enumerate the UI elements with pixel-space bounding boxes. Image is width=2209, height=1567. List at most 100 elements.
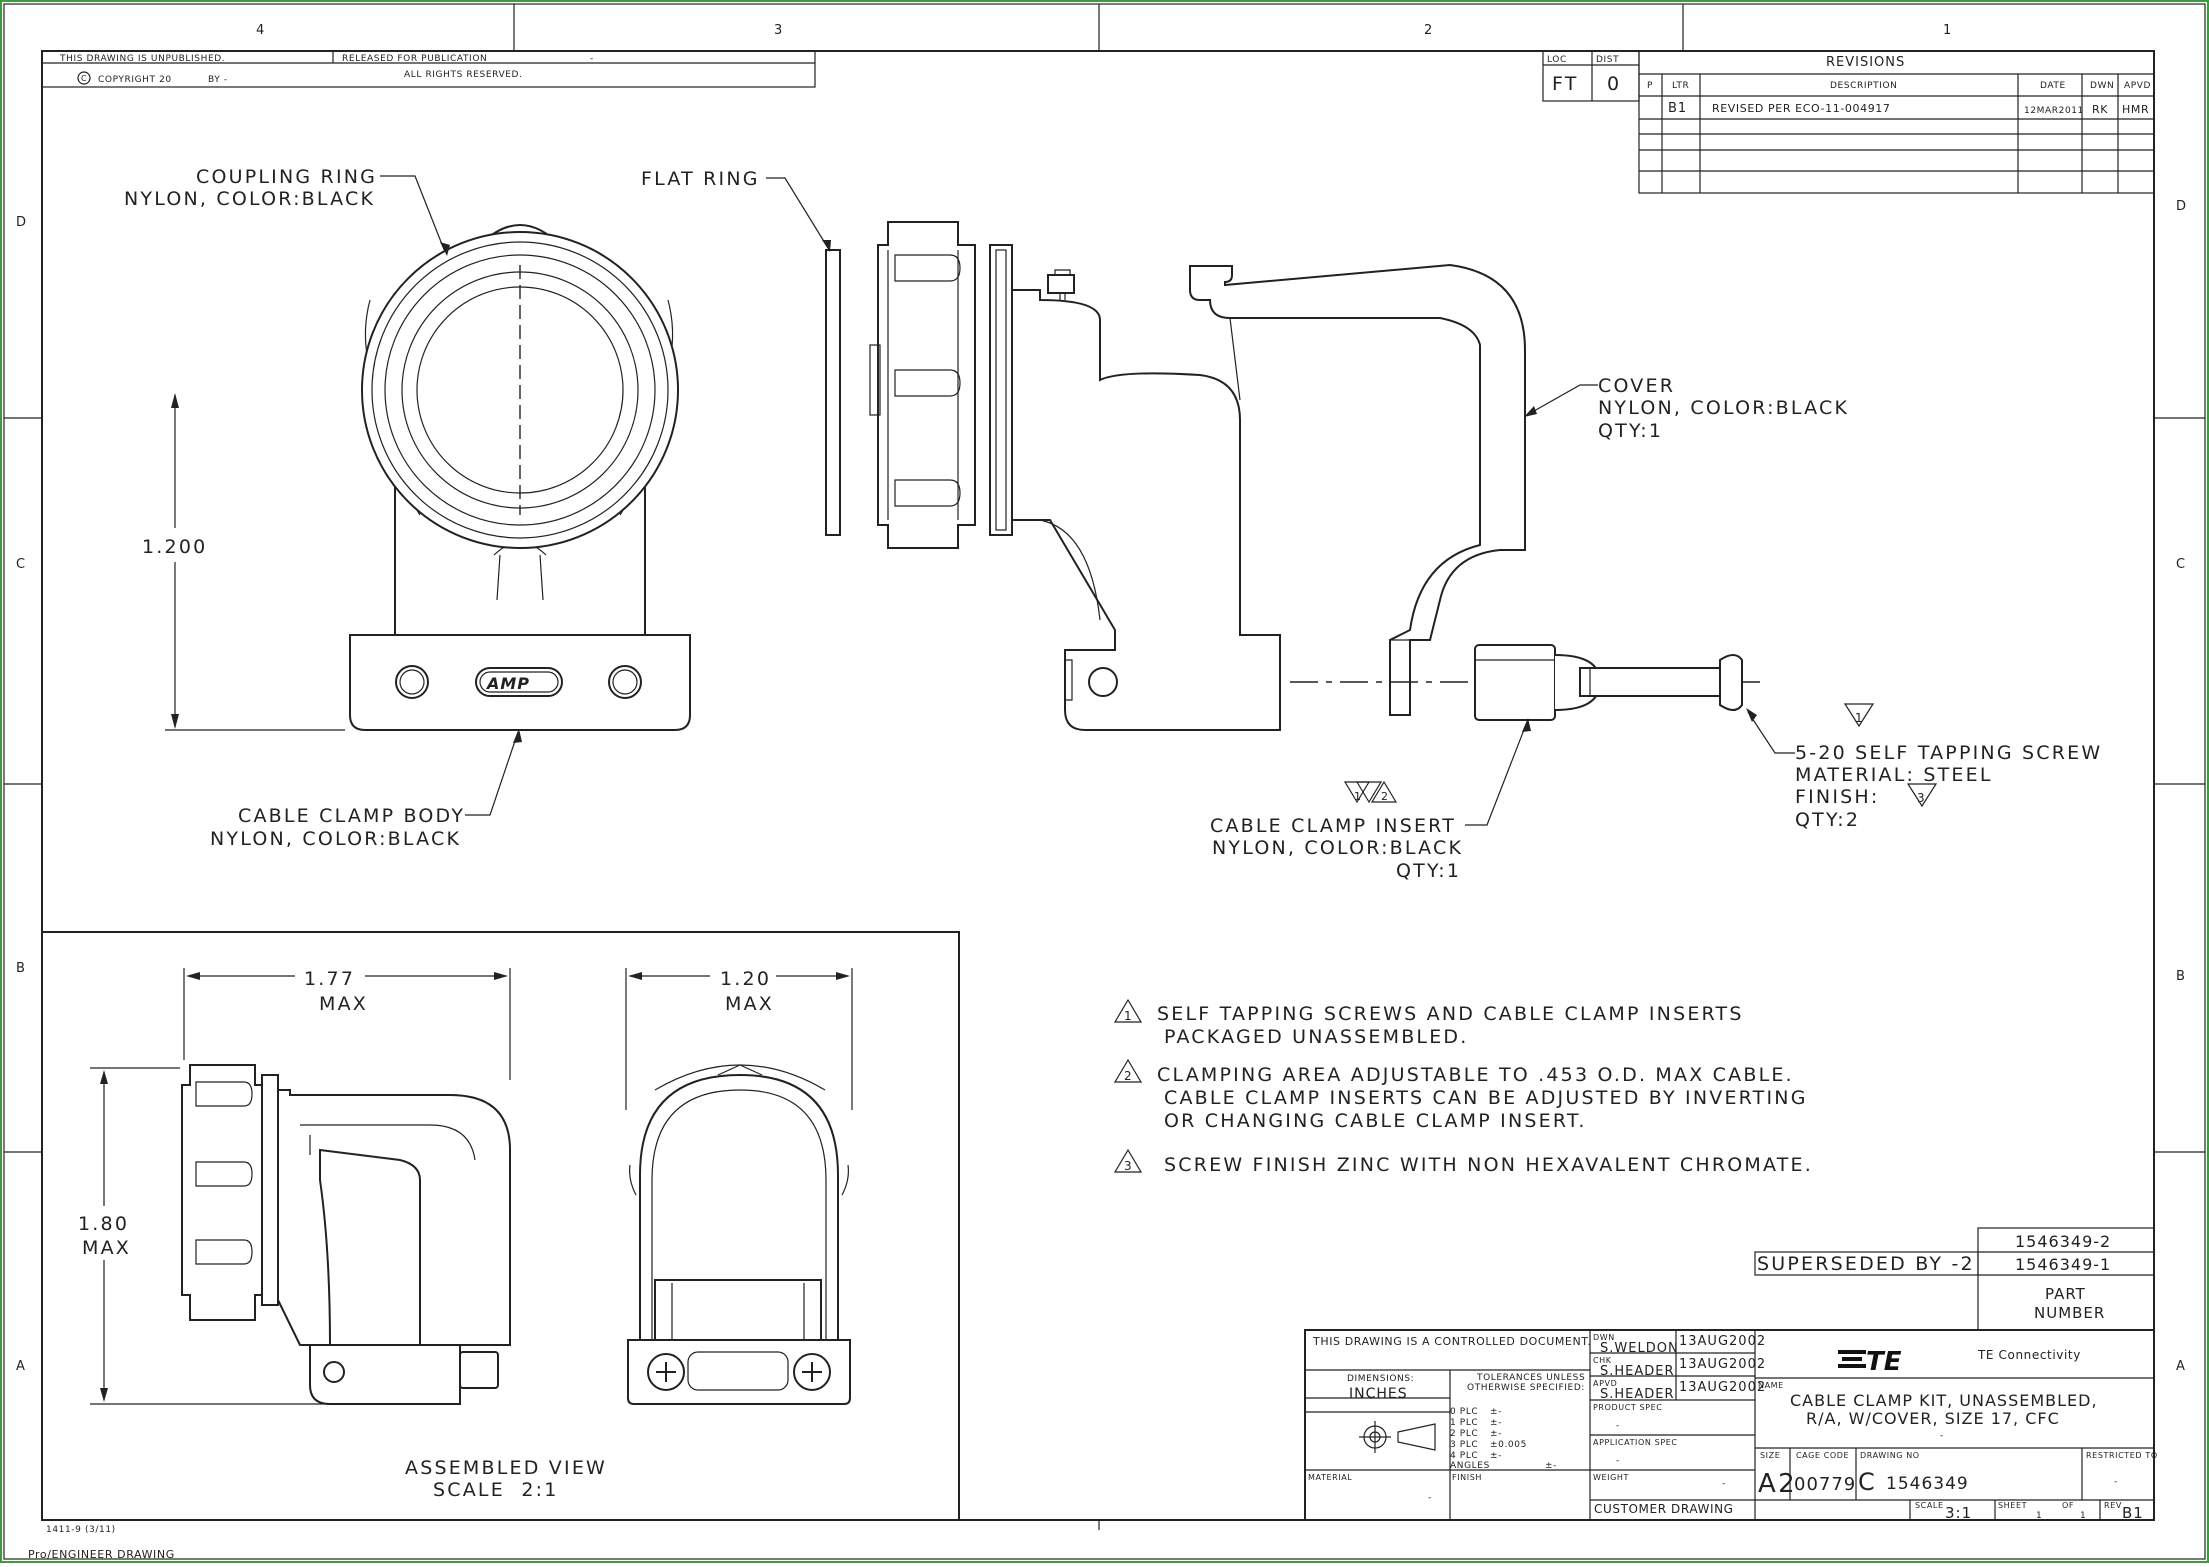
rev-col-description: DESCRIPTION — [1830, 81, 1898, 91]
loc-value: FT — [1552, 73, 1579, 95]
svg-text:1: 1 — [1124, 1009, 1132, 1023]
restricted-label: RESTRICTED TO — [2086, 1451, 2158, 1460]
cover-line2: NYLON, COLOR:BLACK — [1598, 397, 1849, 419]
cage-code-value: 00779 — [1794, 1474, 1856, 1495]
svg-text:3: 3 — [1917, 791, 1925, 805]
part-number-1: 1546349-1 — [2015, 1255, 2111, 1274]
zone-row-a-right: A — [2176, 1359, 2186, 1374]
superseded-label: SUPERSEDED BY -2 — [1757, 1253, 1975, 1275]
note-3-line1: SCREW FINISH ZINC WITH NON HEXAVALENT CH… — [1164, 1154, 1813, 1176]
clamp-body-line1: CABLE CLAMP BODY — [238, 805, 465, 827]
apvd-date: 13AUG2002 — [1679, 1380, 1766, 1395]
rev-col-date: DATE — [2040, 81, 2066, 91]
dwn-date: 13AUG2002 — [1679, 1334, 1766, 1349]
screw-line4: QTY:2 — [1795, 809, 1860, 831]
zone-row-d-right: D — [2176, 199, 2187, 214]
controlled-doc-text: THIS DRAWING IS A CONTROLLED DOCUMENT. — [1312, 1335, 1591, 1348]
dimension-1200: 1.200 — [140, 393, 345, 731]
clamp-insert-line3: QTY:1 — [1396, 860, 1461, 882]
weight-label: WEIGHT — [1593, 1473, 1629, 1482]
of-label: OF — [2062, 1501, 2074, 1510]
dimensions-label: DIMENSIONS: — [1347, 1374, 1414, 1384]
screw-head-right-icon — [793, 1353, 831, 1391]
zone-col-3: 3 — [774, 23, 783, 38]
dist-value: 0 — [1607, 73, 1621, 95]
coupling-ring-line2: NYLON, COLOR:BLACK — [124, 188, 375, 210]
rev-row-description: REVISED PER ECO-11-004917 — [1712, 102, 1891, 115]
drawing-no-label: DRAWING NO — [1860, 1451, 1920, 1460]
company-logo-text: TE — [1866, 1347, 1902, 1377]
apvd-name: S.HEADER — [1600, 1387, 1675, 1402]
callout-screw: 1 5-20 SELF TAPPING SCREW MATERIAL: STEE… — [1746, 703, 2100, 831]
scale-value: 3:1 — [1945, 1504, 1972, 1522]
coupling-ring-line1: COUPLING RING — [196, 166, 377, 188]
scale-label: SCALE — [1915, 1501, 1944, 1510]
flat-ring-part — [825, 249, 841, 536]
screw-flag-1-icon — [1843, 703, 1875, 728]
tol-4plc: 4 PLC — [1450, 1451, 1478, 1461]
svg-text:1: 1 — [1354, 790, 1361, 803]
product-spec-value: - — [1616, 1421, 1620, 1431]
clamp-body-line2: NYLON, COLOR:BLACK — [210, 828, 461, 850]
application-spec-label: APPLICATION SPEC — [1593, 1438, 1678, 1447]
flat-ring-line1: FLAT RING — [641, 168, 760, 190]
apvd-label: APVD — [1593, 1379, 1617, 1388]
assembled-view-panel: 1.77 MAX 1.80 MAX 1.20 MAX — [41, 931, 960, 1521]
svg-text:3: 3 — [1124, 1159, 1132, 1173]
dim-height-assembled-max: MAX — [82, 1237, 131, 1259]
loc-dist-block: LOC FT DIST 0 — [1542, 50, 1640, 102]
dist-label: DIST — [1596, 55, 1619, 65]
part-label-line2: NUMBER — [2034, 1304, 2105, 1322]
chk-name: S.HEADER — [1600, 1364, 1675, 1379]
notes-block: 1 SELF TAPPING SCREWS AND CABLE CLAMP IN… — [1113, 998, 1813, 1176]
rev-col-apvd: APVD — [2124, 81, 2151, 91]
note-2-line3: OR CHANGING CABLE CLAMP INSERT. — [1164, 1110, 1587, 1132]
dwn-name: S.WELDON — [1600, 1341, 1679, 1356]
tol-1plc-value: ±- — [1490, 1418, 1502, 1428]
callout-cable-clamp-insert: 1 2 CABLE CLAMP INSERT NYLON, COLOR:BLAC… — [1210, 718, 1531, 882]
application-spec-value: - — [1616, 1456, 1620, 1466]
dim-width-assembled-max: MAX — [319, 993, 368, 1015]
flag-2-icon — [1370, 780, 1398, 803]
finish-label: FINISH — [1452, 1473, 1482, 1482]
svg-text:2: 2 — [1124, 1069, 1132, 1083]
clamp-insert-line1: CABLE CLAMP INSERT — [1210, 815, 1456, 837]
dim-width-front-max: MAX — [725, 993, 774, 1015]
cover-line3: QTY:1 — [1598, 420, 1663, 442]
zone-row-b-right: B — [2176, 969, 2186, 984]
zone-row-c-right: C — [2176, 557, 2186, 572]
callout-flat-ring: FLAT RING — [641, 168, 831, 252]
zone-col-2: 2 — [1424, 23, 1433, 38]
loc-label: LOC — [1547, 55, 1567, 65]
part-number-2: 1546349-2 — [2015, 1232, 2111, 1251]
tol-3plc: 3 PLC — [1450, 1440, 1478, 1450]
material-label: MATERIAL — [1308, 1473, 1352, 1482]
dim-width-front: 1.20 — [720, 968, 771, 990]
copyright-text: COPYRIGHT 20 — [98, 75, 172, 85]
assembled-view-title: ASSEMBLED VIEW — [405, 1457, 607, 1479]
rev-row-dwn: RK — [2092, 103, 2108, 116]
cover-line1: COVER — [1598, 375, 1675, 397]
chk-date: 13AUG2002 — [1679, 1357, 1766, 1372]
revisions-title: REVISIONS — [1826, 55, 1905, 70]
front-view: AMP — [349, 224, 691, 731]
material-value: - — [1428, 1493, 1432, 1503]
dwn-label: DWN — [1593, 1333, 1615, 1342]
tol-2plc-value: ±- — [1490, 1429, 1502, 1439]
tol-2plc: 2 PLC — [1450, 1429, 1478, 1439]
note-1-line2: PACKAGED UNASSEMBLED. — [1164, 1026, 1469, 1048]
screw-head-left-icon — [647, 1353, 685, 1391]
part-name-dash: - — [1940, 1431, 1944, 1441]
product-spec-label: PRODUCT SPEC — [1593, 1403, 1662, 1412]
revisions-table: REVISIONS P LTR DESCRIPTION DATE DWN APV… — [1638, 50, 2155, 194]
note-2-line2: CABLE CLAMP INSERTS CAN BE ADJUSTED BY I… — [1164, 1087, 1808, 1109]
copyright-by: BY - — [208, 75, 228, 85]
chk-label: CHK — [1593, 1356, 1612, 1365]
tol-4plc-value: ±- — [1490, 1451, 1502, 1461]
note-3-flag-icon — [1113, 1148, 1143, 1173]
note-2-line1: CLAMPING AREA ADJUSTABLE TO .453 O.D. MA… — [1157, 1064, 1794, 1086]
tolerances-line1: TOLERANCES UNLESS — [1476, 1373, 1585, 1383]
drawing-prefix: C — [1858, 1468, 1877, 1496]
part-label-line1: PART — [2045, 1285, 2086, 1303]
